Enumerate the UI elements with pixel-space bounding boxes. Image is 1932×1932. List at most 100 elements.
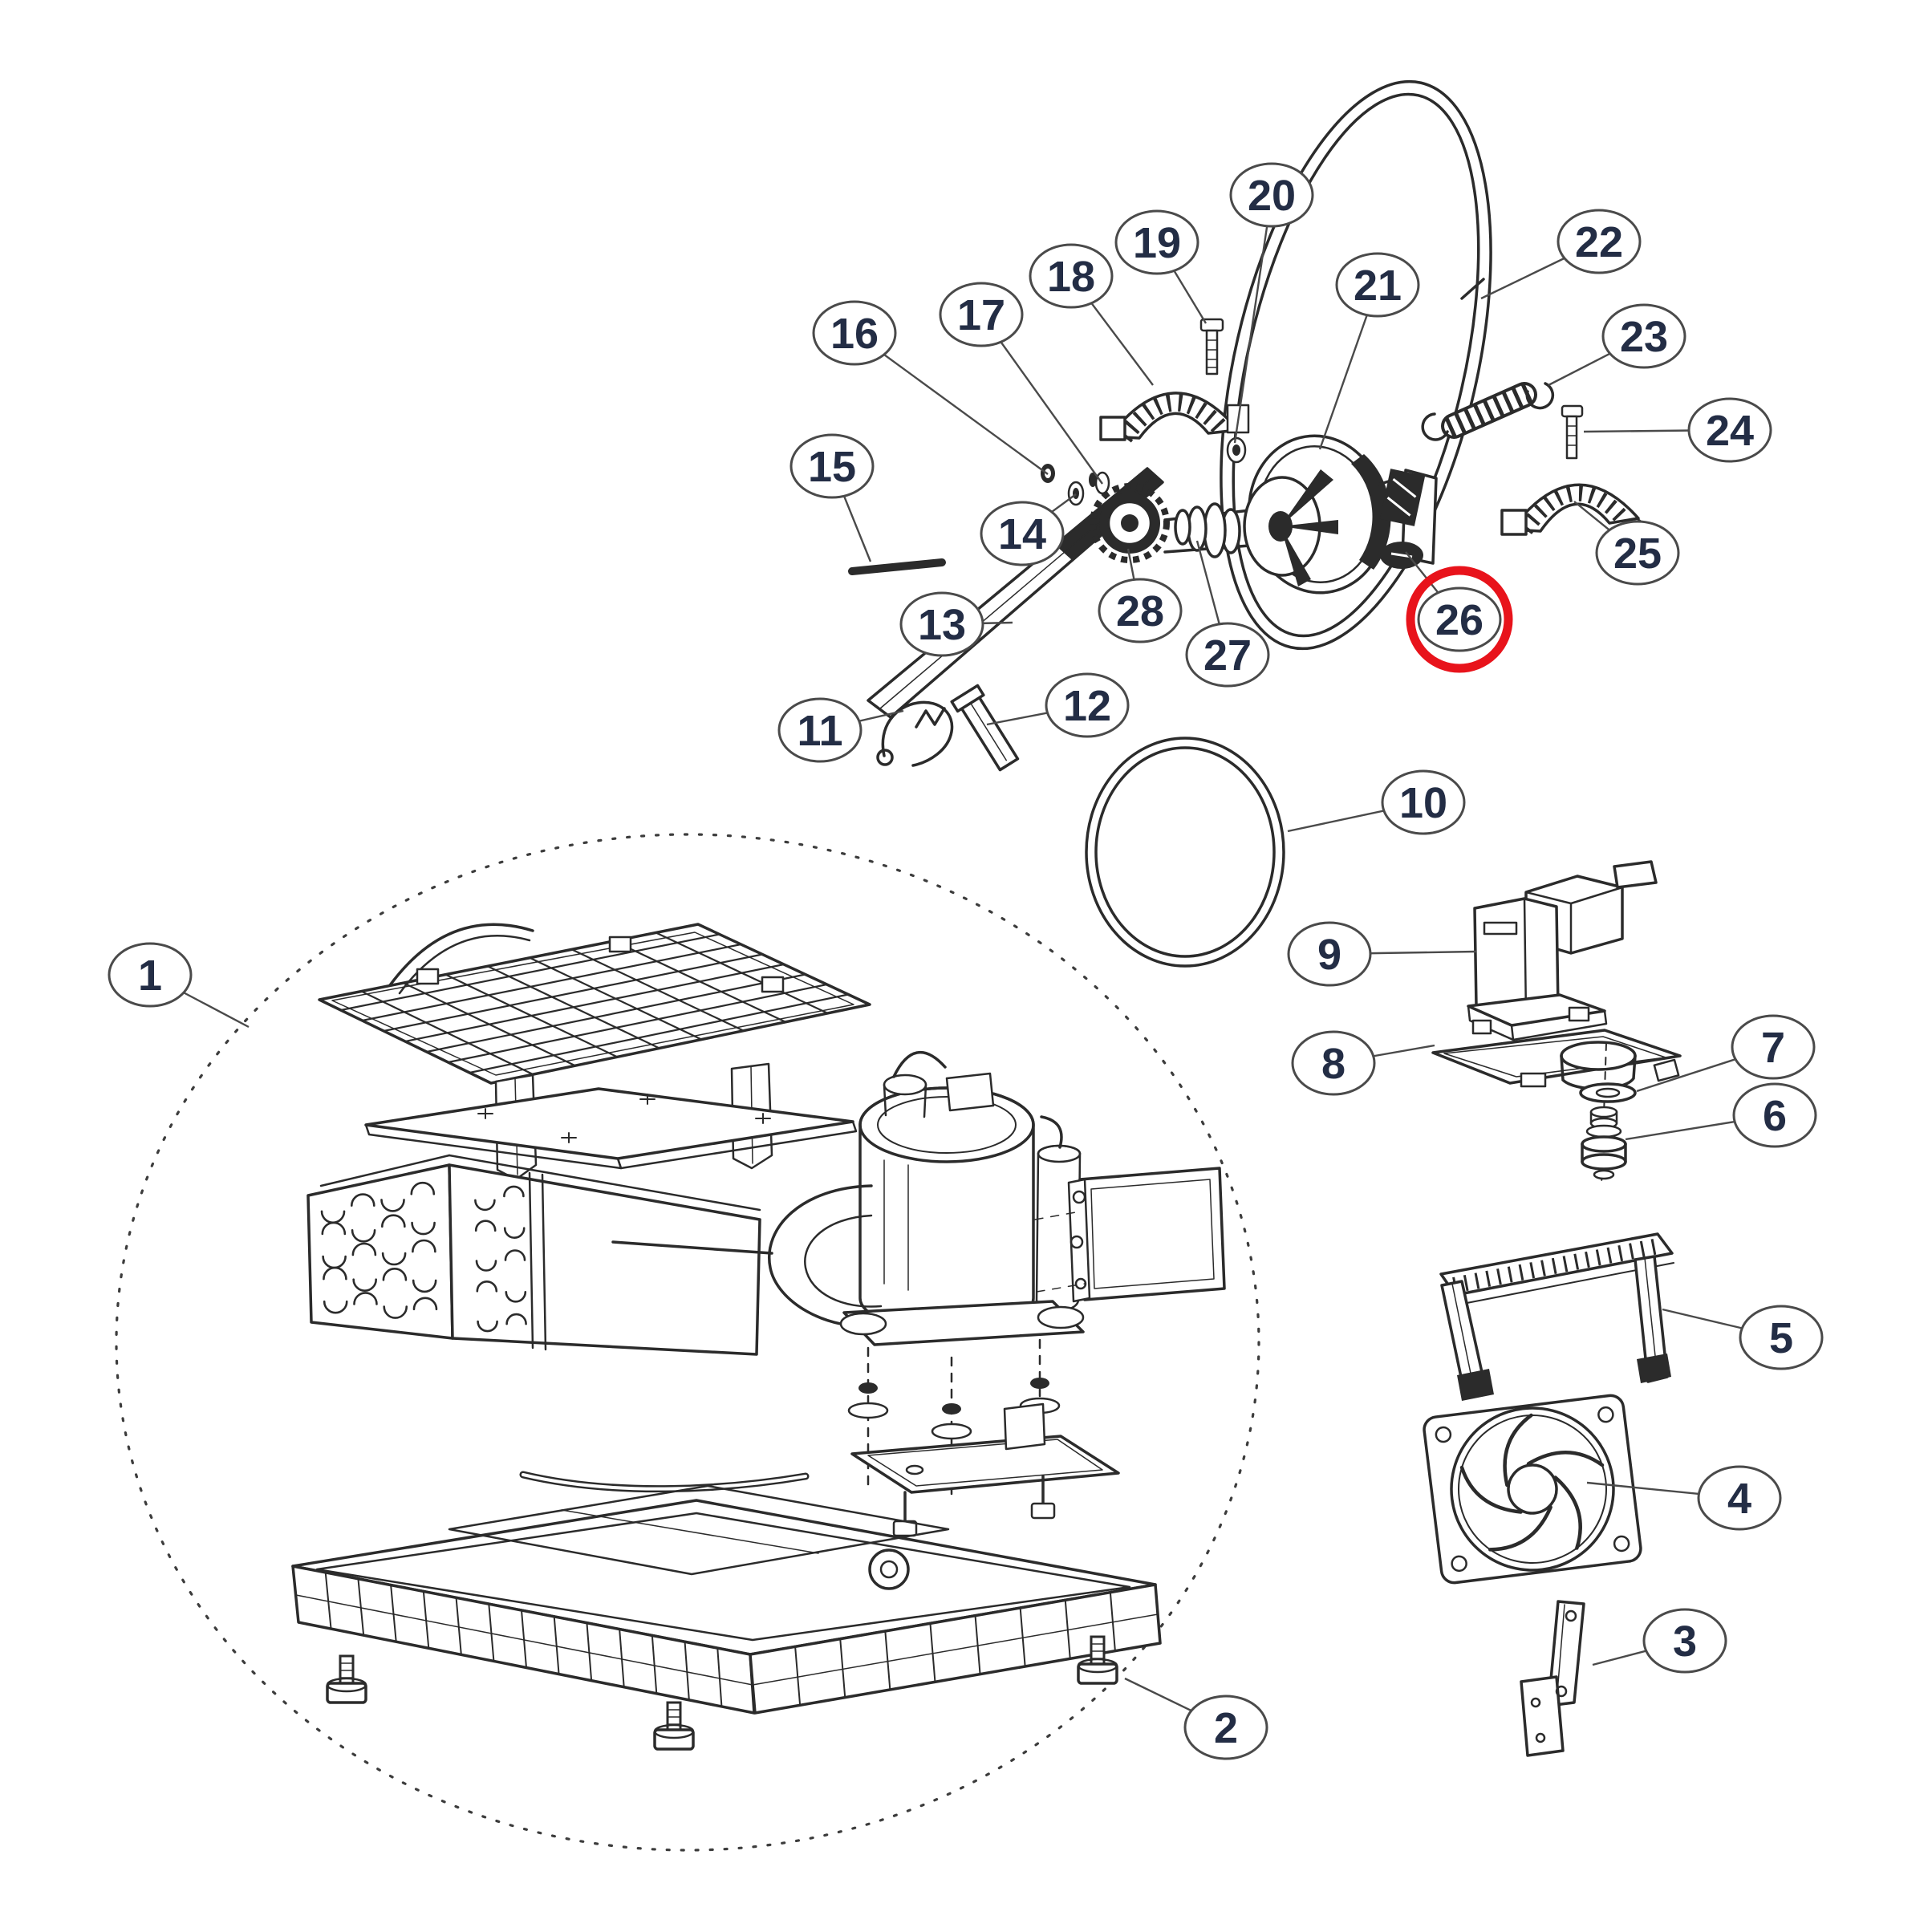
callout-number: 9 — [1317, 931, 1341, 979]
callout-bubble — [812, 300, 897, 366]
callout-bubble — [1417, 586, 1502, 652]
callout-number: 5 — [1769, 1314, 1793, 1362]
callout-number: 3 — [1673, 1617, 1697, 1666]
callout-14: 14 — [980, 493, 1077, 566]
callout-1: 1 — [108, 942, 250, 1029]
callout-12: 12 — [986, 672, 1130, 738]
callout-26: 26 — [1405, 551, 1513, 673]
washer — [1579, 1082, 1637, 1103]
callout-17: 17 — [939, 282, 1103, 485]
hold-down-bolt-right — [1561, 404, 1584, 460]
highlight-ring — [1406, 566, 1513, 673]
callout-28: 28 — [1098, 548, 1183, 643]
callout-8: 8 — [1291, 1030, 1435, 1096]
shaft-small-hardware — [1041, 464, 1110, 506]
callout-bubble — [1601, 303, 1686, 369]
callout-bubble — [1687, 397, 1772, 463]
retainer-key — [950, 684, 1020, 772]
callout-bubble — [1595, 520, 1680, 586]
callout-bubble — [1029, 243, 1114, 309]
condenser-coil — [306, 1154, 761, 1356]
callout-25: 25 — [1573, 501, 1680, 586]
callout-7: 7 — [1636, 1014, 1816, 1093]
valve-bracket-plate — [1431, 1029, 1682, 1090]
leveling-foot — [326, 1635, 1118, 1751]
callout-number: 13 — [918, 601, 966, 649]
callout-bubble — [789, 433, 875, 499]
drive-gear — [1090, 483, 1170, 563]
callout-13: 13 — [899, 591, 1013, 657]
callout-number: 19 — [1133, 219, 1181, 267]
callout-bubble — [1183, 1695, 1268, 1760]
callout-number: 6 — [1763, 1092, 1787, 1140]
callout-22: 22 — [1480, 209, 1642, 300]
cooling-fan — [1423, 1394, 1642, 1585]
callout-number: 16 — [830, 310, 879, 358]
callout-bubble — [939, 282, 1024, 347]
callout-27: 27 — [1185, 540, 1270, 688]
callout-number: 4 — [1727, 1475, 1751, 1523]
callout-number: 20 — [1248, 172, 1296, 220]
callout-number: 26 — [1435, 596, 1484, 644]
callout-15: 15 — [789, 433, 875, 562]
callout-11: 11 — [777, 697, 904, 763]
callout-number: 18 — [1047, 253, 1095, 301]
callout-bubble — [1642, 1608, 1727, 1674]
callout-number: 28 — [1116, 587, 1164, 635]
callout-4: 4 — [1586, 1465, 1782, 1531]
o-ring — [1085, 737, 1285, 968]
callout-2: 2 — [1124, 1677, 1268, 1760]
drain-coupler — [1581, 1106, 1627, 1180]
callout-23: 23 — [1548, 303, 1686, 387]
callout-bubble — [980, 501, 1065, 566]
callout-number: 25 — [1613, 530, 1662, 578]
callout-bubble — [1185, 622, 1270, 688]
cover-plate — [364, 1087, 858, 1170]
callout-number: 15 — [808, 443, 856, 491]
callout-6: 6 — [1625, 1082, 1817, 1148]
condenser-handle — [1439, 1232, 1674, 1401]
callout-number: 2 — [1214, 1704, 1238, 1752]
callout-bubble — [1114, 209, 1199, 275]
hold-down-bolt-left — [1199, 318, 1224, 375]
callout-9: 9 — [1287, 921, 1477, 987]
assembly-group-enclosure — [115, 833, 1260, 1852]
callout-18: 18 — [1029, 243, 1154, 386]
callout-20: 20 — [1229, 162, 1314, 444]
callout-number: 14 — [998, 510, 1046, 558]
callout-bubble — [899, 591, 984, 657]
base-tray — [291, 1484, 1162, 1751]
compressor-mount-plate — [850, 1402, 1120, 1537]
callout-bubble — [1098, 578, 1183, 643]
starter-pcb — [1034, 1167, 1226, 1303]
callout-3: 3 — [1592, 1608, 1727, 1674]
fan-bracket — [1520, 1600, 1585, 1757]
callout-bubble — [108, 942, 193, 1008]
extension-spring — [1421, 382, 1555, 441]
leader-line — [1233, 194, 1273, 444]
drum-pulley — [1163, 434, 1438, 595]
callout-number: 8 — [1321, 1040, 1346, 1088]
washer-stack — [1174, 436, 1247, 558]
callout-16: 16 — [812, 300, 1049, 475]
callout-10: 10 — [1287, 769, 1466, 835]
callout-number: 7 — [1761, 1024, 1785, 1072]
callout-number: 12 — [1063, 682, 1111, 730]
callout-number: 27 — [1203, 631, 1252, 680]
refrigerant-pipe — [519, 1471, 810, 1493]
callout-bubble — [1291, 1030, 1376, 1096]
callout-number: 11 — [797, 707, 842, 755]
callout-number: 23 — [1620, 313, 1668, 361]
callout-bubble — [1557, 209, 1642, 274]
callout-bubble — [1381, 769, 1466, 835]
callout-21: 21 — [1318, 252, 1420, 450]
water-valve-solenoid — [1467, 860, 1658, 1041]
leader-line — [854, 332, 1049, 475]
callout-number: 17 — [957, 291, 1005, 339]
callout-number: 24 — [1706, 407, 1754, 455]
wire-clip — [876, 700, 954, 767]
callout-bubble — [1335, 252, 1420, 318]
